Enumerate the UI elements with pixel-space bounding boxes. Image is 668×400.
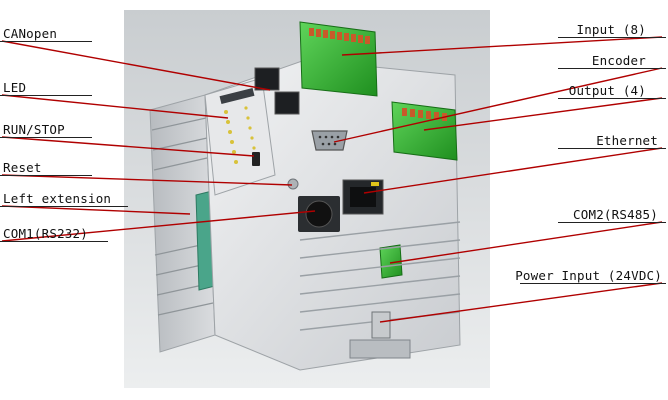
power-input-connector xyxy=(371,311,391,339)
underline-output xyxy=(558,98,666,99)
callout-line-com1 xyxy=(1,210,316,242)
callout-output: Output (4) xyxy=(568,83,646,98)
underline-com2 xyxy=(558,222,666,223)
left-housing-ribs xyxy=(151,117,214,316)
callout-input: Input (8) xyxy=(576,22,646,37)
model-badge xyxy=(219,88,255,104)
underline-reset xyxy=(0,175,92,176)
output-terminal-block xyxy=(391,101,458,161)
underline-ethernet xyxy=(558,148,666,149)
canopen-port-2 xyxy=(274,91,300,115)
com2-connector xyxy=(379,244,403,279)
callout-canopen: CANopen xyxy=(3,26,58,41)
callout-reset: Reset xyxy=(3,160,42,175)
encoder-pins xyxy=(318,135,340,146)
callout-com1: COM1(RS232) xyxy=(3,226,88,241)
callout-line-encoder xyxy=(333,67,663,143)
callout-line-ethernet xyxy=(363,147,663,194)
underline-run-stop xyxy=(0,137,92,138)
run-stop-switch xyxy=(252,152,260,166)
callout-encoder: Encoder xyxy=(591,53,646,68)
callout-line-reset xyxy=(1,174,293,186)
callout-line-output xyxy=(423,97,663,131)
callout-line-left-extension xyxy=(1,205,191,215)
callout-power-input: Power Input (24VDC) xyxy=(515,268,662,283)
callout-lines xyxy=(1,36,663,323)
underline-input xyxy=(558,37,666,38)
underline-left-extension xyxy=(0,206,128,207)
canopen-port-1 xyxy=(254,67,280,91)
callout-led: LED xyxy=(3,80,27,95)
din-rail-clip xyxy=(349,339,411,359)
callout-com2: COM2(RS485) xyxy=(573,207,658,222)
callout-run-stop: RUN/STOP xyxy=(3,122,65,137)
underline-power-input xyxy=(520,283,666,284)
reset-button xyxy=(287,178,299,190)
callout-line-input xyxy=(341,36,663,56)
underline-canopen xyxy=(0,41,92,42)
callout-ethernet: Ethernet xyxy=(596,133,658,148)
underline-com1 xyxy=(0,241,108,242)
led-column xyxy=(224,110,238,164)
callout-line-run-stop xyxy=(1,136,255,157)
callout-left-extension: Left extension xyxy=(3,191,112,206)
callout-line-led xyxy=(1,94,229,119)
callout-line-canopen xyxy=(1,40,271,91)
com1-port-socket xyxy=(305,200,333,228)
underline-encoder xyxy=(558,68,666,69)
callout-line-com2 xyxy=(389,221,663,264)
input-terminal-block xyxy=(299,21,378,97)
callout-line-power xyxy=(379,282,663,323)
underline-led xyxy=(0,95,92,96)
